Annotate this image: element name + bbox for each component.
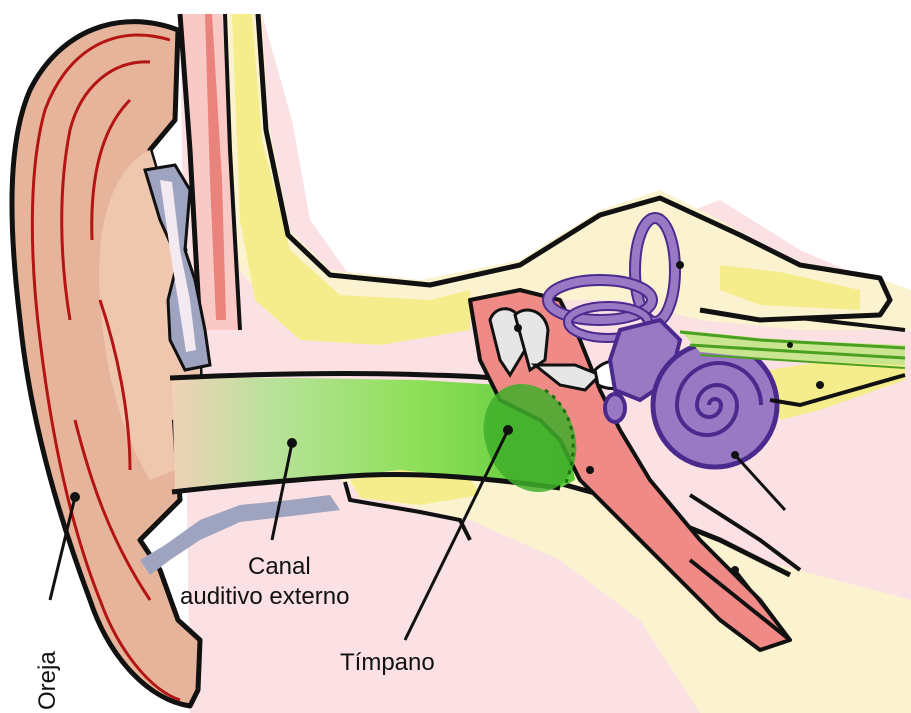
label-timpano: Tímpano (340, 649, 435, 676)
cochlea-leader-dot (731, 451, 739, 459)
label-canal-line1: Canal (248, 553, 311, 580)
timpano-leader-dot (503, 425, 513, 435)
tube-leader-dot (731, 566, 739, 574)
canal-dot (676, 261, 684, 269)
oval-window (605, 394, 625, 422)
label-oreja: Oreja (34, 651, 61, 710)
nerve-dot (787, 342, 793, 348)
label-canal-line2: auditivo externo (180, 583, 349, 610)
canal-leader-dot (287, 438, 297, 448)
ossicle-dot (514, 324, 522, 332)
bone-dot (816, 381, 824, 389)
middle-ear-dot (586, 466, 594, 474)
oreja-leader-dot (70, 492, 80, 502)
